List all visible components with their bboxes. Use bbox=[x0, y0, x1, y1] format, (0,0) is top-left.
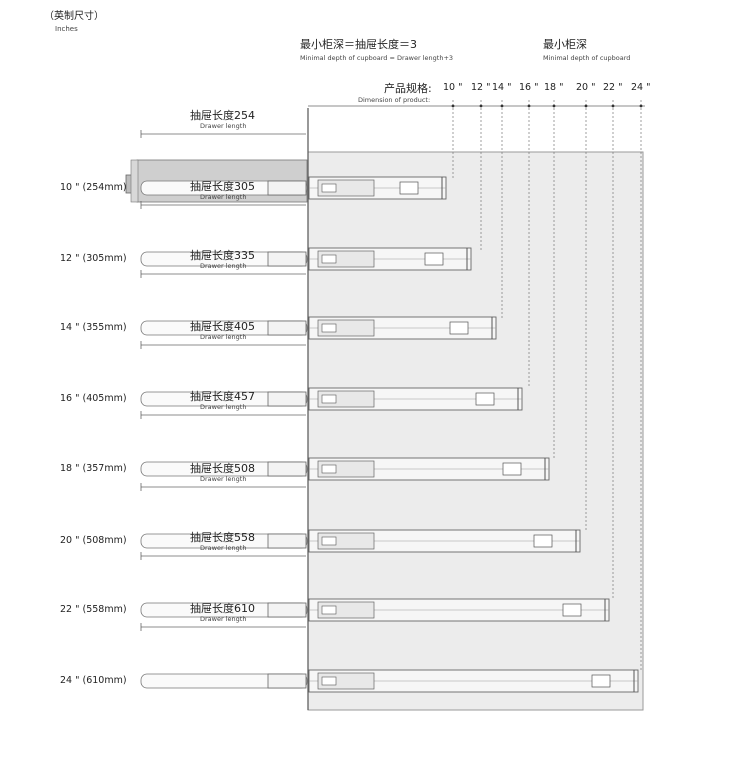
product-size-7: 24 " bbox=[631, 82, 651, 93]
slide-row-2 bbox=[140, 270, 497, 340]
inner-rail-block-4 bbox=[267, 461, 307, 477]
rear-bracket-0 bbox=[399, 181, 419, 195]
row-drawer-length-zh-5: 抽屉长度508 bbox=[190, 462, 255, 475]
row-size-label-2: 14 " (355mm) bbox=[60, 322, 127, 333]
inner-rail-7 bbox=[140, 673, 308, 689]
formula-zh: 最小柜深＝抽屉长度＝3 bbox=[300, 38, 417, 51]
product-size-2: 14 " bbox=[492, 82, 512, 93]
inner-rail-block-2 bbox=[267, 320, 307, 336]
row-drawer-length-zh-6: 抽屉长度558 bbox=[190, 531, 255, 544]
front-bracket-hole-2 bbox=[321, 323, 337, 333]
min-depth-en: Minimal depth of cupboard bbox=[543, 54, 631, 62]
cabinet-body bbox=[307, 151, 644, 711]
row-drawer-length-zh-1: 抽屉长度305 bbox=[190, 180, 255, 193]
row-drawer-length-en-1: Drawer length bbox=[200, 193, 247, 201]
size-dot-3 bbox=[527, 104, 531, 108]
row-drawer-length-en-3: Drawer length bbox=[200, 333, 247, 341]
product-spec-zh: 产品规格: bbox=[384, 82, 432, 95]
rear-bracket-4 bbox=[502, 462, 522, 476]
inner-rail-1 bbox=[140, 251, 308, 267]
rear-bracket-2 bbox=[449, 321, 469, 335]
front-bracket-hole-0 bbox=[321, 183, 337, 193]
inner-rail-block-0 bbox=[267, 180, 307, 196]
product-size-6: 22 " bbox=[603, 82, 623, 93]
inner-rail-0 bbox=[140, 180, 308, 196]
row-drawer-length-zh-0: 抽屉长度254 bbox=[190, 109, 255, 122]
product-size-0: 10 " bbox=[443, 82, 463, 93]
front-bracket-hole-5 bbox=[321, 536, 337, 546]
row-drawer-length-en-5: Drawer length bbox=[200, 475, 247, 483]
row-size-label-1: 12 " (305mm) bbox=[60, 253, 127, 264]
row-size-label-0: 10 " (254mm) bbox=[60, 182, 127, 193]
front-bracket-hole-3 bbox=[321, 394, 337, 404]
row-size-label-6: 22 " (558mm) bbox=[60, 604, 127, 615]
row-size-label-4: 18 " (357mm) bbox=[60, 463, 127, 474]
product-size-1: 12 " bbox=[471, 82, 491, 93]
size-dot-1 bbox=[479, 104, 483, 108]
min-depth-zh: 最小柜深 bbox=[543, 38, 587, 51]
inner-rail-2 bbox=[140, 320, 308, 336]
row-size-label-3: 16 " (405mm) bbox=[60, 393, 127, 404]
slide-row-3 bbox=[140, 341, 523, 411]
inner-rail-block-3 bbox=[267, 391, 307, 407]
slide-row-0 bbox=[140, 130, 447, 200]
slide-row-6 bbox=[140, 552, 610, 622]
row-size-label-7: 24 " (610mm) bbox=[60, 675, 127, 686]
inner-rail-block-6 bbox=[267, 602, 307, 618]
rear-bracket-3 bbox=[475, 392, 495, 406]
unit-legend-zh: （英制尺寸） bbox=[44, 11, 104, 22]
rear-bracket-5 bbox=[533, 534, 553, 548]
size-dot-4 bbox=[552, 104, 556, 108]
product-size-5: 20 " bbox=[576, 82, 596, 93]
product-spec-en: Dimension of product: bbox=[358, 96, 431, 104]
row-drawer-length-en-6: Drawer length bbox=[200, 544, 247, 552]
rear-bracket-1 bbox=[424, 252, 444, 266]
inner-rail-4 bbox=[140, 461, 308, 477]
slide-row-7 bbox=[140, 623, 639, 693]
drawer-knob-base bbox=[130, 159, 139, 203]
row-drawer-length-zh-2: 抽屉长度335 bbox=[190, 249, 255, 262]
size-dot-5 bbox=[584, 104, 588, 108]
inner-rail-5 bbox=[140, 533, 308, 549]
front-bracket-hole-4 bbox=[321, 464, 337, 474]
formula-en: Minimal depth of cupboard = Drawer lengt… bbox=[300, 54, 454, 62]
front-bracket-hole-7 bbox=[321, 676, 337, 686]
row-drawer-length-zh-4: 抽屉长度457 bbox=[190, 390, 255, 403]
rear-bracket-6 bbox=[562, 603, 582, 617]
slide-row-4 bbox=[140, 411, 550, 481]
row-drawer-length-zh-7: 抽屉长度610 bbox=[190, 602, 255, 615]
front-bracket-hole-6 bbox=[321, 605, 337, 615]
inner-rail-3 bbox=[140, 391, 308, 407]
row-size-label-5: 20 " (508mm) bbox=[60, 535, 127, 546]
size-dot-2 bbox=[500, 104, 504, 108]
slide-row-5 bbox=[140, 483, 581, 553]
row-drawer-length-en-4: Drawer length bbox=[200, 403, 247, 411]
size-dot-0 bbox=[451, 104, 455, 108]
inner-rail-block-5 bbox=[267, 533, 307, 549]
row-drawer-length-zh-3: 抽屉长度405 bbox=[190, 320, 255, 333]
row-drawer-length-en-2: Drawer length bbox=[200, 262, 247, 270]
inner-rail-6 bbox=[140, 602, 308, 618]
rear-bracket-7 bbox=[591, 674, 611, 688]
inner-rail-block-1 bbox=[267, 251, 307, 267]
product-size-3: 16 " bbox=[519, 82, 539, 93]
size-dot-6 bbox=[611, 104, 615, 108]
unit-legend-en: Inches bbox=[55, 25, 78, 33]
row-drawer-length-en-0: Drawer length bbox=[200, 122, 247, 130]
inner-rail-block-7 bbox=[267, 673, 307, 689]
slide-row-1 bbox=[140, 201, 472, 271]
front-bracket-hole-1 bbox=[321, 254, 337, 264]
product-size-4: 18 " bbox=[544, 82, 564, 93]
size-dot-7 bbox=[639, 104, 643, 108]
row-drawer-length-en-7: Drawer length bbox=[200, 615, 247, 623]
